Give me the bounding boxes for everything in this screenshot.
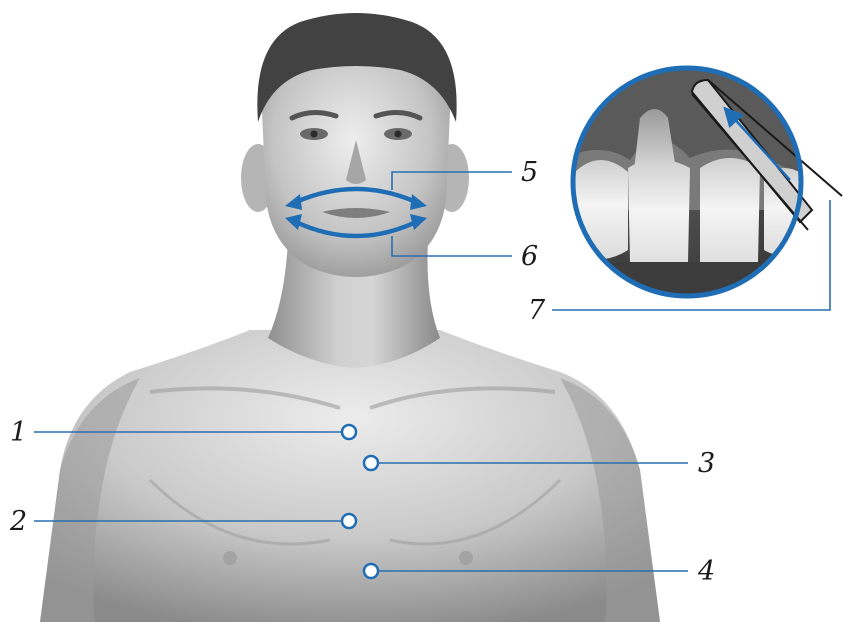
tooth-center bbox=[628, 159, 690, 272]
label-4: 4 bbox=[697, 556, 715, 587]
marker-1 bbox=[342, 425, 356, 439]
label-1: 1 bbox=[10, 417, 27, 448]
marker-3 bbox=[364, 456, 378, 470]
marker-4 bbox=[364, 564, 378, 578]
label-3: 3 bbox=[698, 448, 715, 479]
tooth-right bbox=[700, 158, 760, 271]
label-7: 7 bbox=[528, 295, 546, 326]
tooth-left bbox=[575, 160, 628, 259]
marker-2 bbox=[342, 514, 356, 528]
torso bbox=[40, 330, 660, 622]
label-5: 5 bbox=[521, 157, 538, 188]
label-2: 2 bbox=[9, 506, 27, 537]
tooth-zoom-circle bbox=[560, 60, 842, 302]
label-6: 6 bbox=[521, 241, 538, 272]
